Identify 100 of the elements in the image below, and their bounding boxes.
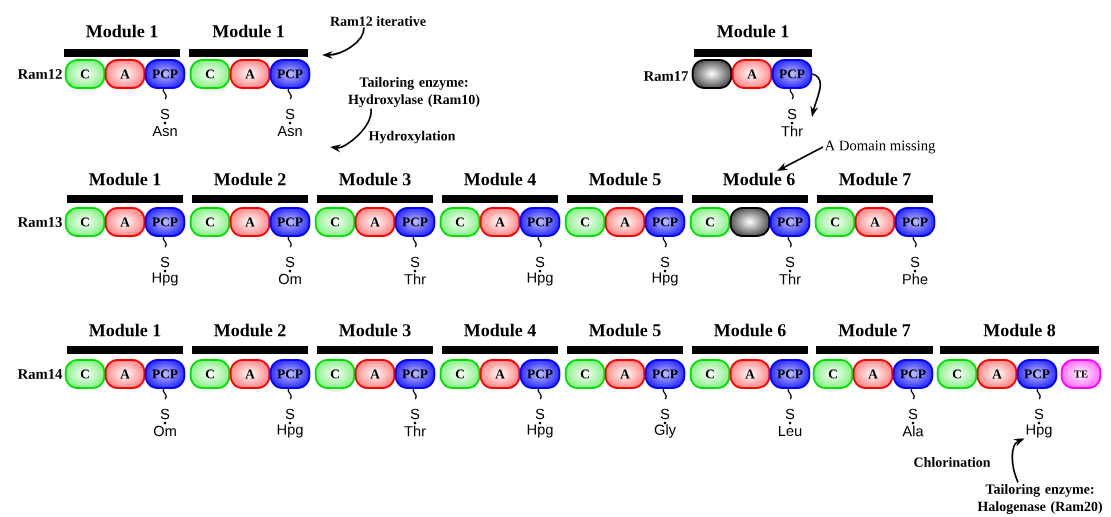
domain-pill: C [64,59,106,89]
module-heading: Module 1 [717,24,789,38]
domain-pill: C [314,359,356,389]
domain-pill: A [354,207,396,237]
domain-pill: PCP [892,359,934,389]
amino-acid-label: Thr [781,125,803,137]
domain-pill: C [64,207,106,237]
amino-acid-label: Om [278,273,301,285]
domain-pill: PCP [269,359,311,389]
domain-pill: PCP [269,59,311,89]
domain-pill: C [936,359,978,389]
domain-pill: PCP [769,207,811,237]
amino-acid-label: Ala [902,425,924,437]
sulfur-label: S [285,256,295,268]
row-label: Ram14 [17,369,63,379]
sulfur-label: S [535,408,545,420]
annotation-text: Ram12 iterative [330,16,426,26]
domain-pill: A [976,359,1018,389]
sulfur-label: S [910,256,920,268]
module-heading: Module 1 [89,172,161,186]
module-heading: Module 7 [839,172,911,186]
sulfur-label: S [1034,408,1044,420]
amino-acid-label: Asn [277,125,302,137]
domain-pill: A [852,359,894,389]
module-heading: Module 6 [723,172,795,186]
domain-pill: A [604,359,646,389]
domain-pill: PCP [144,59,186,89]
domain-pill: A [604,207,646,237]
edge-label: Hydroxylation [367,129,457,145]
domain-pill: A [104,59,146,89]
sulfur-label: S [535,256,545,268]
amino-acid-label: Hpg [152,272,178,286]
domain-pill: A [479,359,521,389]
amino-acid-label: Hpg [527,272,553,286]
amino-acid-label: Hpg [652,272,678,286]
amino-acid-label: Phe [903,273,928,285]
sulfur-label: S [660,408,670,420]
domain-pill: C [689,359,731,389]
sulfur-label: S [785,408,795,420]
domain-pill: PCP [894,207,936,237]
domain-pill: C [439,207,481,237]
sulfur-label: S [660,256,670,268]
domain-pill: A [229,359,271,389]
domain-pill: C [814,207,856,237]
annotation-text: A Domain missing [824,140,936,154]
amino-acid-label: Hpg [1026,424,1052,438]
module-heading: Module 2 [214,323,286,337]
domain-pill: A [354,359,396,389]
domain-pill: TE [1060,359,1102,389]
module-heading: Module 1 [89,323,161,337]
domain-pill: C [314,207,356,237]
amino-acid-label: Hpg [277,424,303,438]
domain-pill: PCP [519,359,561,389]
sulfur-label: S [410,256,420,268]
module-heading: Module 6 [714,323,786,337]
domain-pill: C [564,359,606,389]
domain-pill: C [189,359,231,389]
domain-pill: A [479,207,521,237]
domain-pill: A [229,59,271,89]
amino-acid-label: Thr [404,425,426,437]
amino-acid-label: Leu [779,425,802,437]
sulfur-label: S [160,256,170,268]
domain-pill: A [104,207,146,237]
amino-acid-label: Asn [152,125,177,137]
domain-pill: PCP [144,359,186,389]
annotation-text: Tailoring enzyme: Halogenase (Ram20) [977,483,1102,515]
edge-label: Chlorination [912,455,992,469]
sulfur-label: S [285,408,295,420]
row-label: Ram13 [17,217,62,227]
domain-pill: PCP [644,359,686,389]
domain-pill [729,207,771,237]
annotation-text: Tailoring enzyme: Hydroxylase (Ram10) [348,76,480,107]
sulfur-label: S [908,408,918,420]
domain-pill: C [689,207,731,237]
module-heading: Module 3 [339,323,411,337]
module-heading: Module 5 [589,172,661,186]
row-label: Ram12 [17,69,62,79]
amino-acid-label: Thr [779,273,801,285]
sulfur-label: S [787,108,797,120]
domain-pill: PCP [394,359,436,389]
domain-pill: A [229,207,271,237]
amino-acid-label: Om [153,425,176,437]
module-heading: Module 1 [86,24,158,38]
domain-pill: C [812,359,854,389]
module-heading: Module 3 [339,172,411,186]
sulfur-label: S [285,108,295,120]
module-heading: Module 4 [464,323,536,337]
domain-pill: PCP [644,207,686,237]
module-heading: Module 1 [212,24,284,38]
amino-acid-label: Thr [404,273,426,285]
domain-pill: PCP [269,207,311,237]
domain-pill: C [64,359,106,389]
domain-pill: C [564,207,606,237]
domain-pill: A [729,359,771,389]
domain-pill: C [439,359,481,389]
amino-acid-label: Hpg [527,424,553,438]
domain-pill: A [854,207,896,237]
domain-pill: PCP [771,59,813,89]
module-heading: Module 5 [589,323,661,337]
domain-pill: C [189,207,231,237]
